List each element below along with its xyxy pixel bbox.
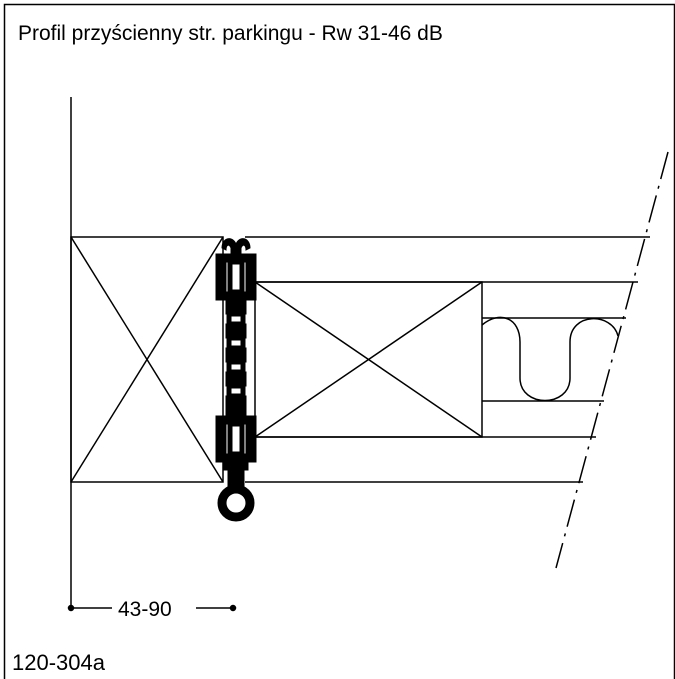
dimension-line bbox=[67, 604, 237, 612]
drawing-title: Profil przyścienny str. parkingu - Rw 31… bbox=[18, 22, 443, 45]
insulation-wave bbox=[481, 316, 619, 402]
border-frame bbox=[3, 3, 675, 679]
leaf-lines bbox=[245, 236, 650, 483]
wall-profile-block bbox=[70, 236, 224, 483]
frame-profile-block bbox=[254, 281, 483, 438]
drawing-code: 120-304a bbox=[12, 650, 105, 675]
break-line bbox=[555, 151, 669, 569]
dimension-label: 43-90 bbox=[118, 598, 172, 621]
gasket-profile bbox=[215, 238, 257, 491]
bulb-seal bbox=[217, 484, 255, 522]
